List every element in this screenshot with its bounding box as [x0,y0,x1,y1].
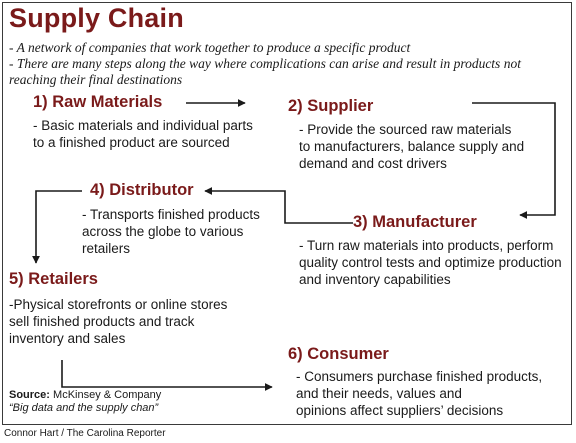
arrow-manufacturer-to-distributor [204,187,353,224]
step-description-distributor: - Transports finished products across th… [82,207,260,256]
page-title: Supply Chain [9,3,184,33]
intro-line-1: - A network of companies that work toget… [9,40,411,55]
step-heading-consumer: 6) Consumer [288,345,389,363]
step-description-raw-materials: - Basic materials and individual parts t… [33,118,253,150]
source-citation: Source: McKinsey & Company “Big data and… [9,389,161,415]
credit-line: Connor Hart / The Carolina Reporter [4,428,166,439]
step-description-supplier: - Provide the sourced raw materials to m… [299,122,525,171]
arrow-retailers-to-consumer [61,360,273,391]
intro-line-2: - There are many steps along the way whe… [9,56,521,71]
arrow-distributor-to-retailers [32,190,82,264]
step-heading-supplier: 2) Supplier [288,97,374,115]
step-heading-raw-materials: 1) Raw Materials [33,93,163,111]
source-name: McKinsey & Company [53,389,162,401]
step-description-consumer: - Consumers purchase finished products, … [296,369,543,418]
source-publication: “Big data and the supply chan” [9,402,159,414]
step-description-retailers: -Physical storefronts or online stores s… [9,297,228,346]
step-heading-manufacturer: 3) Manufacturer [353,213,477,231]
graphic-frame [2,2,572,425]
step-heading-retailers: 5) Retailers [9,270,98,288]
source-label: Source: [9,389,50,401]
intro-line-3: reaching their final destinations [9,72,183,87]
arrow-supplier-to-manufacturer [472,102,556,219]
step-heading-distributor: 4) Distributor [90,181,194,199]
step-description-manufacturer: - Turn raw materials into products, perf… [299,238,562,287]
